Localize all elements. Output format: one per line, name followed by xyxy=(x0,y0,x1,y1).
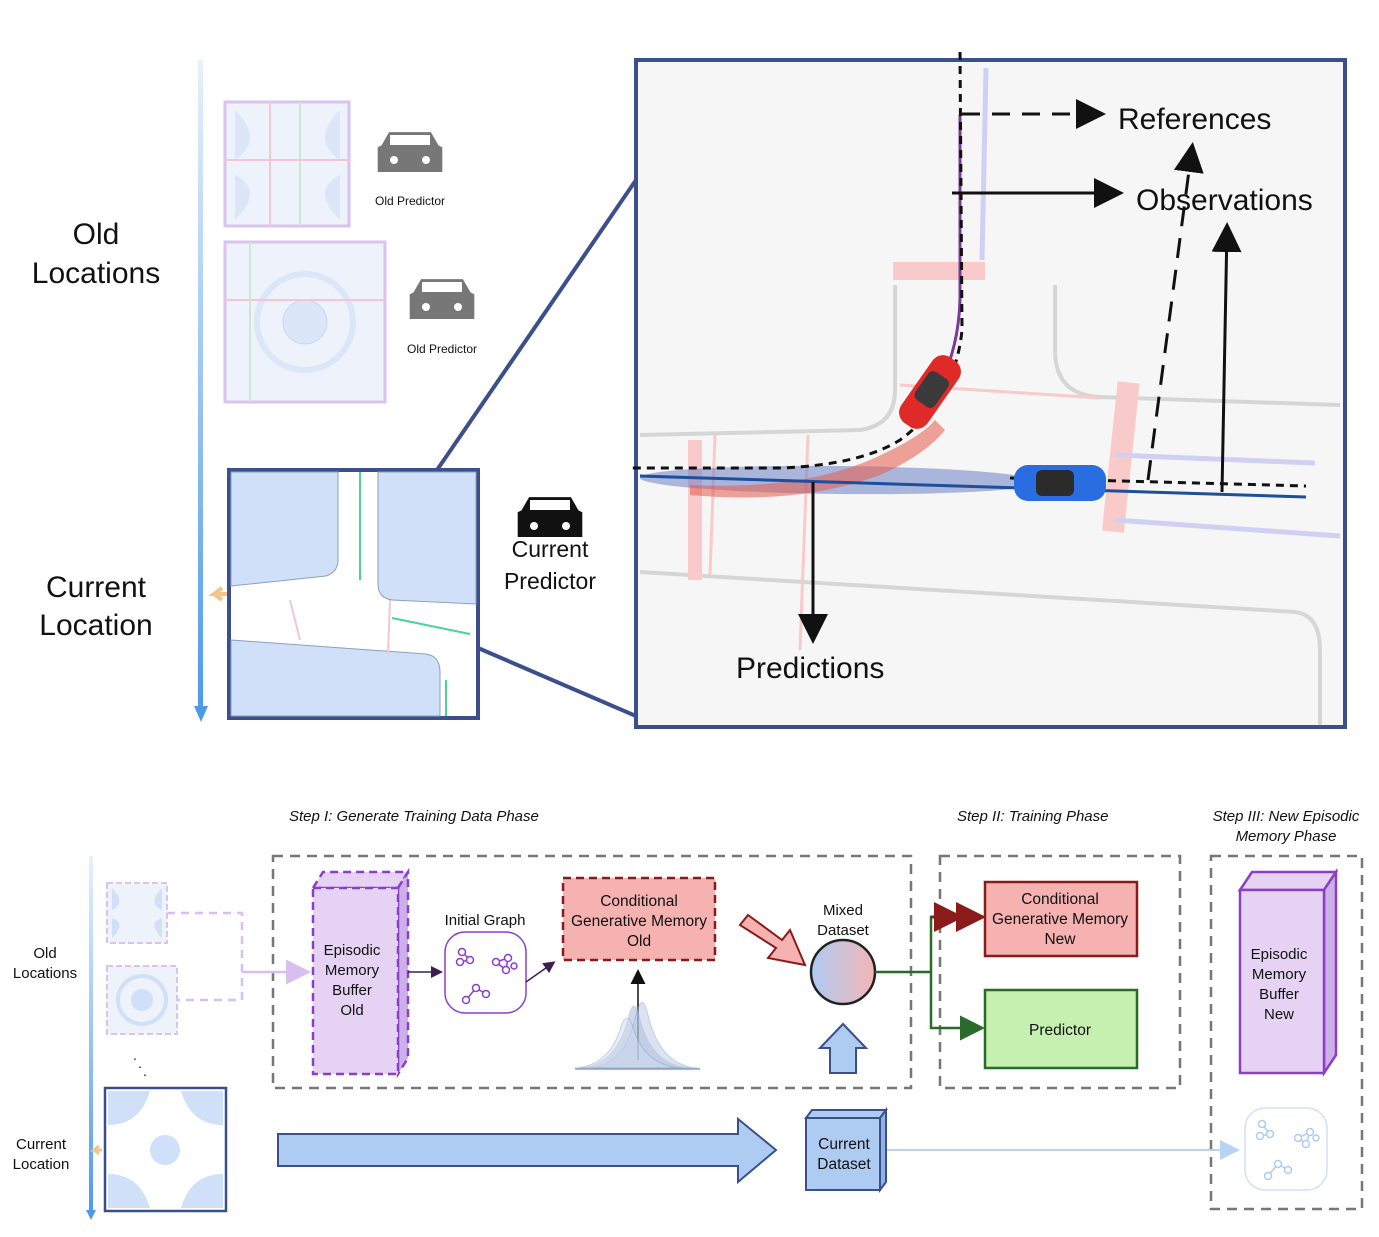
cgm-old-box xyxy=(561,876,717,962)
current-location-label-line1: Current xyxy=(46,571,147,604)
episodic-new-line2: Memory xyxy=(1252,966,1307,983)
current-to-mixed-arrow xyxy=(817,1022,869,1074)
current-location-label-line2: Location xyxy=(39,609,152,642)
bottom-timeline-bar xyxy=(89,856,93,1212)
episodic-memory-buffer-new xyxy=(1237,867,1339,1078)
episodic-old-line3: Buffer xyxy=(332,982,372,999)
bottom-old-locations-line1: Old xyxy=(33,945,56,962)
bottom-old-locations-line2: Locations xyxy=(13,965,77,982)
step2-box xyxy=(938,854,1182,1090)
observations-arrow-2 xyxy=(1211,222,1242,493)
current-predictor-label-line1: Current xyxy=(512,536,589,562)
old-predictor-car-icon-1 xyxy=(377,132,443,172)
crosswalk-top xyxy=(893,262,985,280)
mixed-dataset-line2: Dataset xyxy=(817,922,870,939)
cgm-old-line3: Old xyxy=(627,933,651,950)
ellipsis-dots-3: . xyxy=(143,1063,147,1079)
bottom-old-map-2 xyxy=(106,965,178,1035)
ellipsis-dots-2: . xyxy=(138,1055,142,1071)
initial-graph-icon xyxy=(444,931,527,1014)
graph-to-cgm-arrow xyxy=(525,961,556,983)
current-to-dataset-arrow xyxy=(277,1116,778,1185)
old-locations-label-line2: Locations xyxy=(32,257,160,290)
zoomed-scene: References Observations Predictions xyxy=(628,51,1347,729)
episodic-old-line2: Memory xyxy=(325,962,380,979)
top-panel: Old Locations Current Location Old Predi… xyxy=(32,51,1347,729)
current-predictor-label-line2: Predictor xyxy=(504,568,596,594)
cgm-to-mixed-arrow xyxy=(738,913,807,967)
predictor-label: Predictor xyxy=(1029,1022,1091,1039)
current-location-marker xyxy=(208,586,232,602)
bottom-panel: Step I: Generate Training Data Phase Ste… xyxy=(13,808,1364,1220)
current-predictor-car-icon xyxy=(517,497,583,537)
mixed-dataset-circle xyxy=(809,938,877,1006)
references-arrow-2 xyxy=(1146,142,1204,481)
old-predictor-label-1: Old Predictor xyxy=(375,194,445,208)
current-location-map xyxy=(227,468,480,720)
old-map-2 xyxy=(223,240,387,404)
current-dataset-line1: Current xyxy=(818,1136,870,1153)
gaussian-distributions-icon xyxy=(574,969,700,1070)
bottom-current-marker xyxy=(89,1144,102,1156)
cgm-new-line2: Generative Memory xyxy=(992,911,1128,928)
step3-title-line1: Step III: New Episodic xyxy=(1213,808,1360,825)
old-maps-connector xyxy=(167,911,244,1002)
mixed-dataset-line1: Mixed xyxy=(823,902,863,919)
episodic-new-line4: New xyxy=(1264,1006,1294,1023)
cgm-new-box xyxy=(983,880,1139,958)
step3-title-line2: Memory Phase xyxy=(1236,828,1337,845)
zoom-connector-top xyxy=(435,178,638,472)
references-label: References xyxy=(1118,103,1271,136)
arrow-to-predictor xyxy=(929,972,985,1041)
episodic-memory-buffer-old xyxy=(310,867,411,1079)
bottom-current-location-line1: Current xyxy=(16,1136,67,1153)
current-dataset-line2: Dataset xyxy=(817,1156,871,1173)
step2-title: Step II: Training Phase xyxy=(957,808,1108,825)
cgm-old-line1: Conditional xyxy=(600,893,678,910)
zoom-connector-bottom xyxy=(477,646,637,718)
other-car-trajectory xyxy=(639,474,1307,499)
step3-box xyxy=(1209,854,1364,1211)
cgm-old-line2: Generative Memory xyxy=(571,913,707,930)
timeline-bar xyxy=(198,60,203,710)
episodic-new-line1: Episodic xyxy=(1251,946,1308,963)
predictions-label: Predictions xyxy=(736,652,884,685)
old-predictor-car-icon-2 xyxy=(409,279,475,319)
bottom-old-map-1 xyxy=(106,882,168,944)
observations-label: Observations xyxy=(1136,184,1313,217)
ellipsis-dots: . xyxy=(133,1047,137,1063)
cgm-new-line1: Conditional xyxy=(1021,891,1099,908)
mixed-branch-top xyxy=(875,915,976,974)
old-map-1 xyxy=(223,100,351,228)
crosswalk-left xyxy=(688,440,702,580)
bottom-timeline-arrow-head xyxy=(86,1210,96,1220)
episodic-old-line4: Old xyxy=(340,1002,363,1019)
new-graph-icon xyxy=(1244,1107,1328,1191)
timeline-arrow-head xyxy=(194,706,208,722)
old-locations-label-line1: Old xyxy=(73,218,120,251)
initial-graph-label: Initial Graph xyxy=(445,912,526,929)
bottom-current-location-line2: Location xyxy=(13,1156,70,1173)
episodic-old-line1: Episodic xyxy=(324,942,381,959)
step1-title: Step I: Generate Training Data Phase xyxy=(289,808,539,825)
current-dataset-box xyxy=(804,1107,888,1193)
cgm-new-line3: New xyxy=(1044,931,1076,948)
bottom-current-map xyxy=(103,1086,228,1213)
old-predictor-label-2: Old Predictor xyxy=(407,342,477,356)
other-blue-car xyxy=(1014,465,1106,501)
episodic-new-line3: Buffer xyxy=(1259,986,1299,1003)
predictor-box xyxy=(983,988,1139,1070)
ego-red-car xyxy=(899,355,961,429)
